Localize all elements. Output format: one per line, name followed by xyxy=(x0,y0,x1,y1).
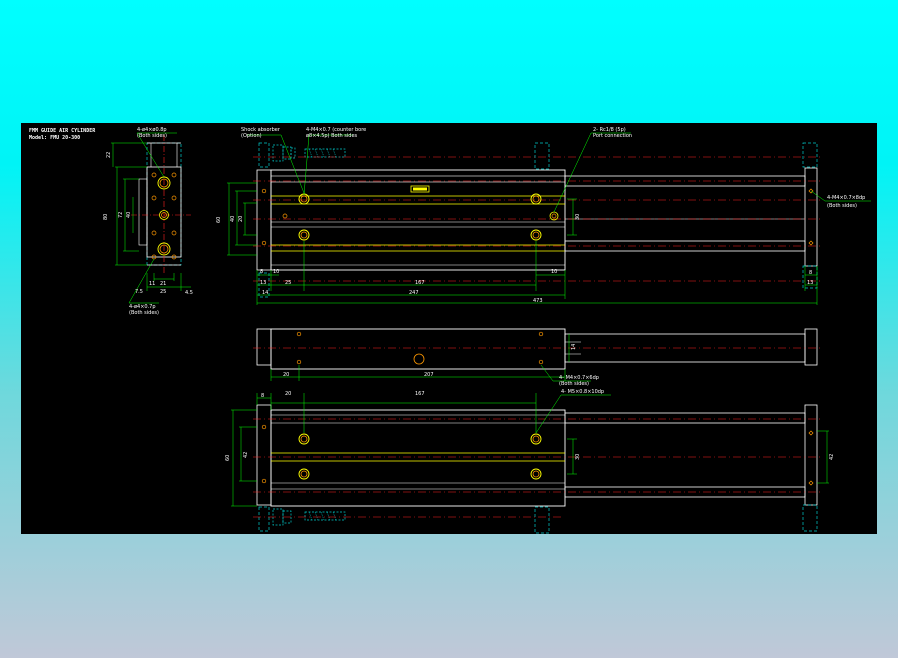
callout-cyl-bore-sub: ø8×4.5p) Both sides xyxy=(306,133,358,139)
title-line-1: FMM GUIDE AIR CYLINDER xyxy=(29,128,96,134)
dim-side-w2: 25 xyxy=(160,289,166,295)
dim-167: 167 xyxy=(415,280,425,286)
dim-left-8: 8 xyxy=(260,269,263,275)
callout-rod-end: 4-M4×0.7×8dp xyxy=(827,195,865,201)
dim-mid-207: 207 xyxy=(424,372,434,378)
callout-port: 2- Rc1/8 (5p) xyxy=(593,127,626,133)
title-line-2: Model: FMU 20-300 xyxy=(29,135,80,141)
dim-side-11: 11 xyxy=(149,281,155,287)
dim-bot-42-right: 42 xyxy=(829,454,835,460)
cad-viewport[interactable]: FMM GUIDE AIR CYLINDER Model: FMU 20-300 xyxy=(21,123,877,534)
side-view[interactable]: 80 72 40 22 21 25 7.5 4.5 11 4-ø4×ø0.8p … xyxy=(103,127,193,316)
dim-8-right: 8 xyxy=(809,270,812,276)
dim-end-60: 60 xyxy=(216,217,222,223)
dim-247: 247 xyxy=(409,290,419,296)
dim-bot-167: 167 xyxy=(415,391,425,397)
top-view[interactable]: 60 40 20 8 10 13 14 25 167 10 247 473 13… xyxy=(216,127,871,305)
callout-mid-sub: (Both sides) xyxy=(559,381,589,387)
dim-side-w4: 7.5 xyxy=(135,289,143,295)
callout-side-top: 4-ø4×ø0.8p xyxy=(137,127,167,133)
dim-bot-20: 20 xyxy=(285,391,291,397)
dim-side-80: 80 xyxy=(103,214,109,220)
dim-bot-8: 8 xyxy=(261,393,264,399)
dim-end-40: 40 xyxy=(230,216,236,222)
dim-side-w3: 4.5 xyxy=(185,290,193,296)
middle-view[interactable]: 20 207 14 4- M4×0.7×6dp (Both sides) xyxy=(253,328,821,387)
dim-end-20: 20 xyxy=(238,216,244,222)
dim-left-14: 14 xyxy=(262,290,268,296)
callout-shock-sub: (Option) xyxy=(241,133,262,139)
dim-left-13: 13 xyxy=(260,280,266,286)
callout-side-bottom: 4-ø4×0.7p xyxy=(129,304,156,310)
callout-port-sub: Port connection xyxy=(593,133,632,139)
callout-side-top-sub: (Both sides) xyxy=(137,133,167,139)
callout-mid: 4- M4×0.7×6dp xyxy=(559,375,599,381)
dim-bot-60: 60 xyxy=(225,455,231,461)
callout-shock: Shock absorber xyxy=(241,127,281,133)
callout-bottom: 4- M5×0.8×10dp xyxy=(561,389,604,395)
callout-cyl-bore: 4-M4×0.7 (counter bore xyxy=(306,127,366,133)
dim-30: 30 xyxy=(575,214,581,220)
dim-bot-42: 42 xyxy=(243,452,249,458)
technical-drawing: FMM GUIDE AIR CYLINDER Model: FMU 20-300 xyxy=(29,127,871,534)
dim-side-40: 40 xyxy=(126,212,132,218)
dim-bot-30: 30 xyxy=(575,454,581,460)
bottom-view[interactable]: 8 20 167 60 42 30 42 4- M5×0.8×10dp xyxy=(225,389,835,534)
dim-left-10: 10 xyxy=(273,269,279,275)
callout-side-bottom-sub: (Both sides) xyxy=(129,310,159,316)
dim-mid-20: 20 xyxy=(283,372,289,378)
dim-25: 25 xyxy=(285,280,291,286)
dim-mid-14: 14 xyxy=(571,344,577,350)
dim-side-72: 72 xyxy=(118,212,124,218)
dim-473: 473 xyxy=(533,298,543,304)
dim-10: 10 xyxy=(551,269,557,275)
dim-13-right: 13 xyxy=(807,280,813,286)
dim-side-w1: 21 xyxy=(160,281,166,287)
dim-side-top: 22 xyxy=(106,152,112,158)
callout-rod-end-sub: (Both sides) xyxy=(827,203,857,209)
